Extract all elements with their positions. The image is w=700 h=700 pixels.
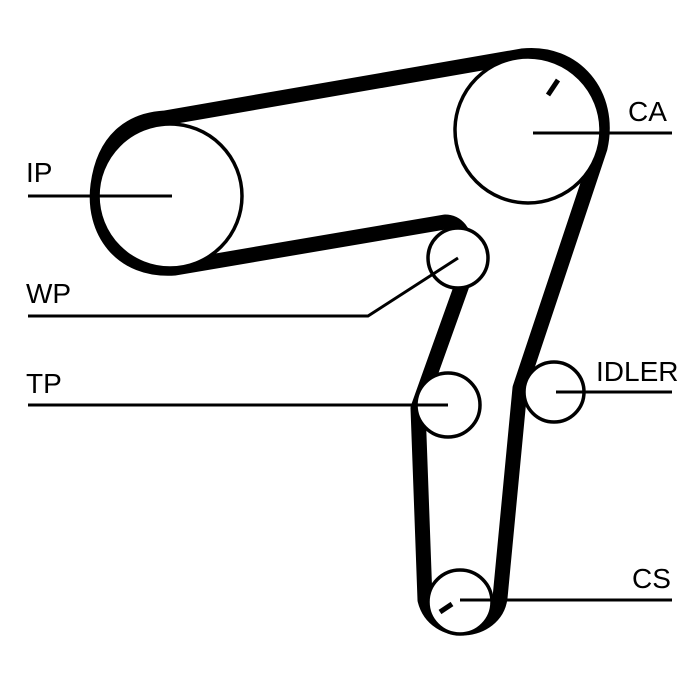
wp-leader-line: [28, 256, 459, 318]
ca-label: CA: [628, 96, 667, 127]
cs-label: CS: [632, 563, 671, 594]
ca-pulley: [453, 55, 603, 205]
wp-label: WP: [26, 278, 71, 309]
cs-timing-mark: [438, 601, 454, 615]
idler-label: IDLER: [596, 356, 678, 387]
ca-timing-mark: [545, 78, 561, 97]
ip-label: IP: [26, 157, 52, 188]
cs-pulley: [426, 568, 494, 636]
tp-label: TP: [26, 368, 62, 399]
